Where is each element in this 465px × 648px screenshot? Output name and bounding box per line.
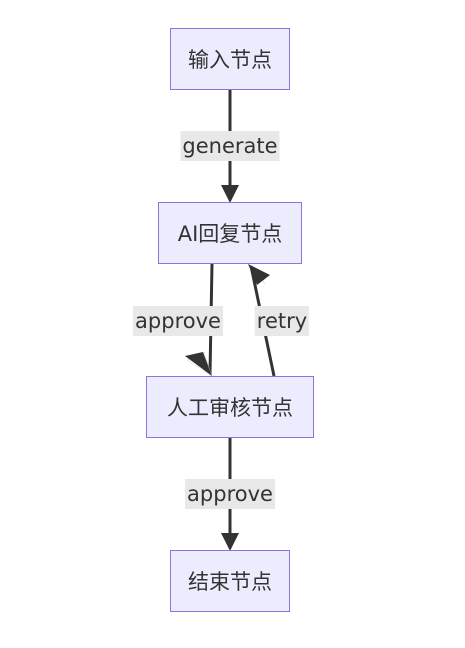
edge-label-retry: retry	[254, 306, 310, 336]
edge-label-approve-end: approve	[185, 479, 275, 509]
edge-label-generate: generate	[180, 131, 280, 161]
edge-label-approve-ai: approve	[133, 306, 223, 336]
arrowhead-ai-to-review-fixed	[185, 352, 212, 376]
node-input: 输入节点	[170, 28, 290, 90]
node-ai-reply: AI回复节点	[158, 202, 302, 264]
arrowhead-review-to-ai-fixed	[248, 264, 270, 285]
arrowhead-input-to-ai	[221, 185, 239, 203]
arrowhead-review-to-end	[221, 533, 239, 551]
node-end: 结束节点	[170, 550, 290, 612]
node-human-review: 人工审核节点	[146, 376, 314, 438]
